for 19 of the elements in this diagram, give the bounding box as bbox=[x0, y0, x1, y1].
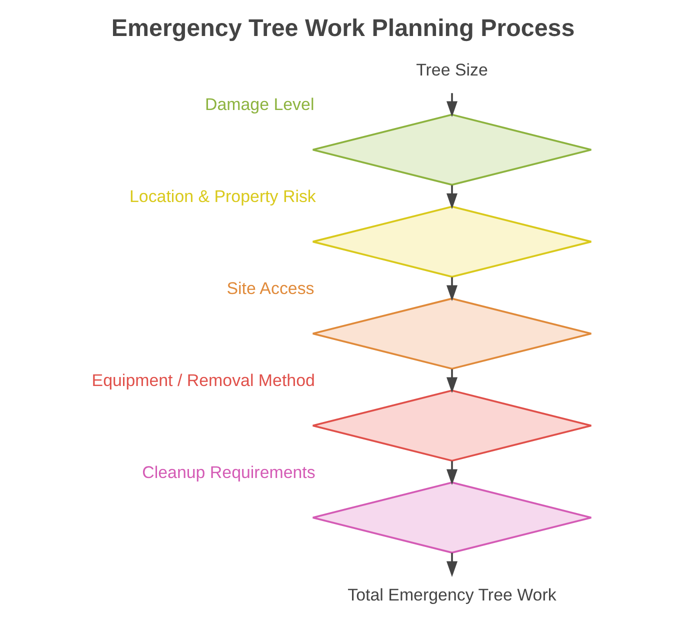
node-label: Cleanup Requirements bbox=[142, 462, 316, 482]
arrow bbox=[446, 185, 458, 210]
node-label: Site Access bbox=[226, 278, 314, 298]
arrow bbox=[446, 552, 458, 578]
arrow bbox=[446, 369, 458, 394]
arrow bbox=[446, 277, 458, 302]
node-diamond bbox=[312, 298, 592, 370]
node-diamond bbox=[312, 390, 592, 462]
node-diamond bbox=[312, 206, 592, 278]
node-text: Total Emergency Tree Work bbox=[348, 586, 556, 605]
node-diamond bbox=[312, 114, 592, 186]
diagram-title: Emergency Tree Work Planning Process bbox=[111, 14, 575, 42]
node-diamond bbox=[312, 482, 592, 554]
node-text: Tree Size bbox=[416, 60, 488, 80]
node-label: Equipment / Removal Method bbox=[92, 370, 315, 390]
node-label: Location & Property Risk bbox=[130, 187, 316, 206]
node-label: Damage Level bbox=[205, 95, 314, 114]
arrow bbox=[446, 461, 458, 485]
arrow bbox=[446, 93, 458, 117]
